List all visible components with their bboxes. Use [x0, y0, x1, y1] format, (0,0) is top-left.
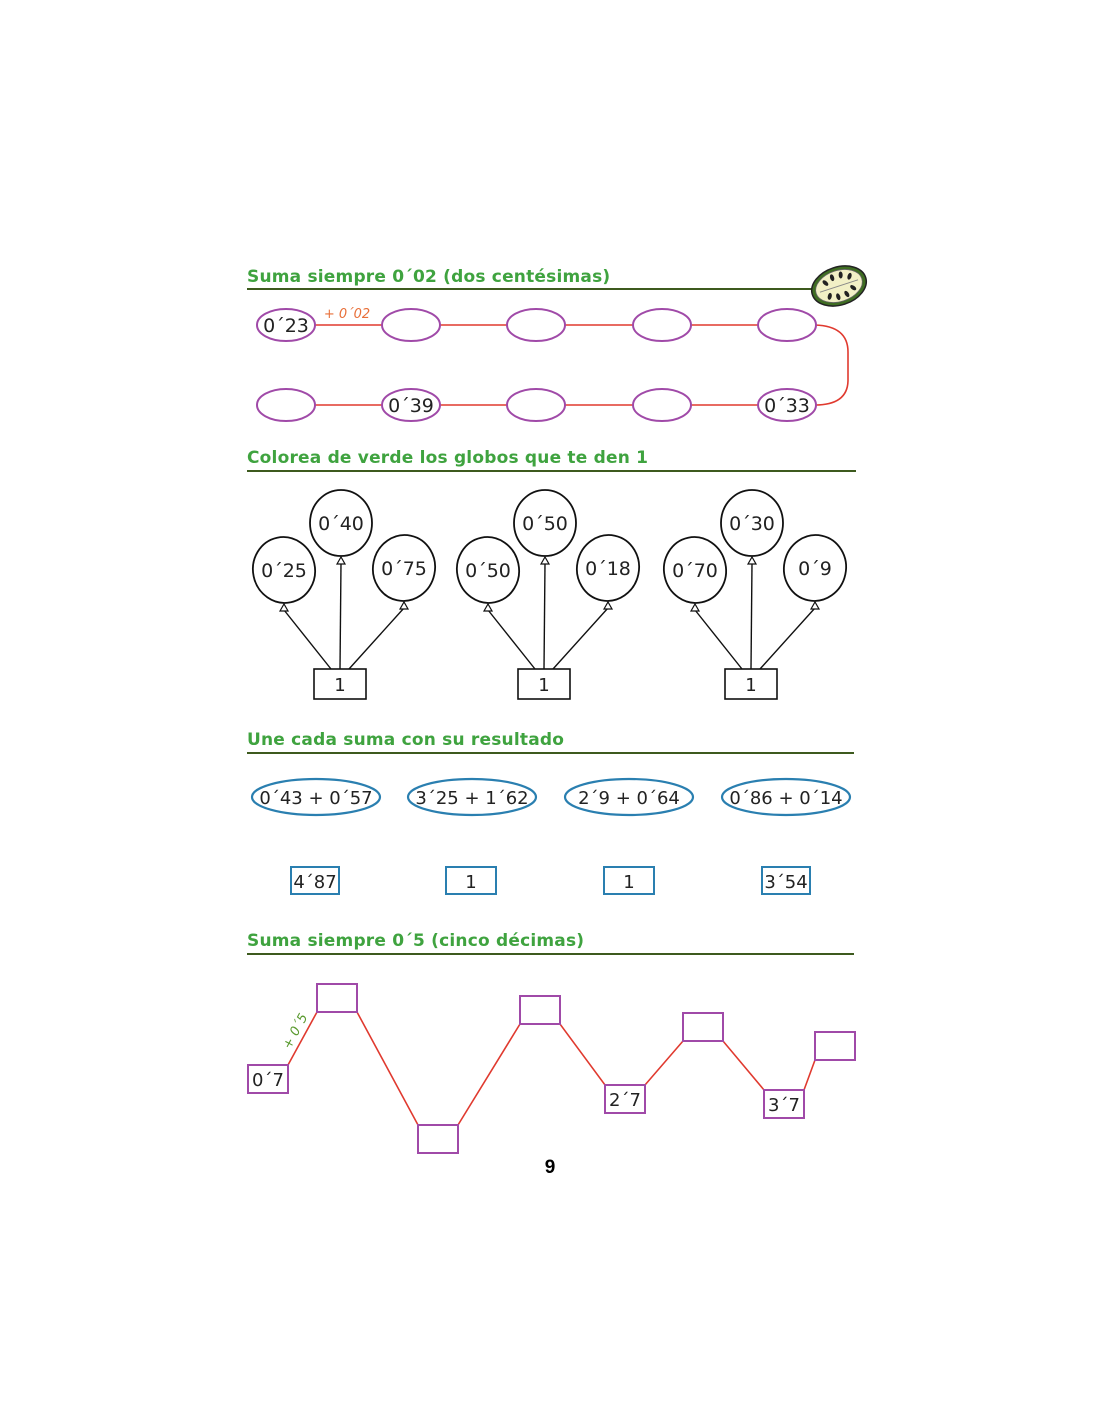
section-title-4: Suma siempre 0´5 (cinco décimas) — [247, 931, 585, 951]
balloon-target-value: 1 — [334, 675, 345, 696]
chain-oval-value: 0´23 — [263, 315, 309, 337]
result-text: 4´87 — [293, 872, 336, 893]
zigzag-box-8[interactable] — [814, 1031, 856, 1061]
oval-chain: + 0´02 0´23 0´39 0´33 — [256, 307, 849, 422]
balloon-value: 0´30 — [729, 513, 775, 535]
result-text: 3´54 — [764, 872, 807, 893]
chain-oval-top-5[interactable] — [757, 308, 817, 342]
zigzag-box-3[interactable] — [417, 1124, 459, 1154]
balloon-value: 0´40 — [318, 513, 364, 535]
balloon[interactable]: 0´50 — [451, 531, 536, 670]
zigzag-box-value: 2´7 — [609, 1090, 641, 1111]
chain-oval-value: 0´39 — [388, 395, 434, 417]
balloon[interactable]: 0´50 — [513, 489, 577, 670]
chain-oval-bottom-2: 0´39 — [381, 388, 441, 422]
balloon-value: 0´25 — [261, 560, 307, 582]
balloon-target-box: 1 — [724, 668, 778, 700]
zigzag-box-value: 3´7 — [768, 1095, 800, 1116]
chain-oval-top-2[interactable] — [381, 308, 441, 342]
balloon-group-3: 0´70 0´30 0´9 1 — [658, 489, 852, 700]
zigzag-box-4[interactable] — [519, 995, 561, 1025]
sum-oval-2[interactable]: 3´25 + 1´62 — [406, 777, 538, 817]
balloon[interactable]: 0´25 — [247, 531, 332, 670]
chain-oval-value: 0´33 — [764, 395, 810, 417]
fruit-slice-icon — [810, 265, 868, 307]
result-box-4[interactable]: 3´54 — [761, 866, 811, 895]
chain-oval-bottom-5: 0´33 — [757, 388, 817, 422]
balloon-group-2: 0´50 0´50 0´18 1 — [451, 489, 645, 700]
section-rule-2 — [247, 470, 856, 472]
balloon[interactable]: 0´70 — [658, 531, 743, 670]
balloon-group-1: 0´25 0´40 0´75 1 — [247, 489, 441, 700]
section-title-2: Colorea de verde los globos que te den 1 — [247, 448, 649, 468]
balloon-target-value: 1 — [745, 675, 756, 696]
balloon-value: 0´18 — [585, 558, 631, 580]
balloon[interactable]: 0´9 — [759, 529, 852, 670]
balloon-value: 0´50 — [465, 560, 511, 582]
sum-text: 0´86 + 0´14 — [729, 788, 842, 809]
zigzag-box-7: 3´7 — [763, 1089, 805, 1119]
section-rule-4 — [247, 953, 854, 955]
zigzag-box-1: 0´7 — [247, 1064, 289, 1094]
chain-oval-bottom-4[interactable] — [632, 388, 692, 422]
balloon[interactable]: 0´18 — [552, 529, 645, 670]
sum-text: 0´43 + 0´57 — [259, 788, 372, 809]
zigzag-box-5: 2´7 — [604, 1084, 646, 1114]
result-box-1[interactable]: 4´87 — [290, 866, 340, 895]
chain-step-label: + 0´02 — [324, 307, 370, 322]
result-text: 1 — [465, 872, 476, 893]
balloon-value: 0´70 — [672, 560, 718, 582]
result-text: 1 — [623, 872, 634, 893]
balloon-value: 0´9 — [798, 558, 832, 580]
chain-oval-top-4[interactable] — [632, 308, 692, 342]
match-sums: 0´43 + 0´57 3´25 + 1´62 2´9 + 0´64 0´86 + 0… — [250, 777, 852, 817]
balloon-target-box: 1 — [313, 668, 367, 700]
chain-oval-bottom-3[interactable] — [506, 388, 566, 422]
result-box-2[interactable]: 1 — [445, 866, 497, 895]
zigzag-box-6[interactable] — [682, 1012, 724, 1042]
balloon[interactable]: 0´40 — [309, 489, 373, 670]
result-box-3[interactable]: 1 — [603, 866, 655, 895]
chain-oval-bottom-1[interactable] — [256, 388, 316, 422]
balloon-value: 0´75 — [381, 558, 427, 580]
balloon[interactable]: 0´30 — [720, 489, 784, 670]
balloon[interactable]: 0´75 — [348, 529, 441, 670]
section-title-3: Une cada suma con su resultado — [247, 730, 565, 750]
balloon-value: 0´50 — [522, 513, 568, 535]
section-rule-1 — [247, 288, 815, 290]
balloon-target-value: 1 — [538, 675, 549, 696]
sum-text: 2´9 + 0´64 — [578, 788, 680, 809]
balloon-target-box: 1 — [517, 668, 571, 700]
sum-oval-4[interactable]: 0´86 + 0´14 — [720, 777, 852, 817]
sum-text: 3´25 + 1´62 — [415, 788, 528, 809]
match-results: 4´87 1 1 3´54 — [290, 866, 811, 895]
zigzag-box-2[interactable] — [316, 983, 358, 1013]
chain-oval-top-3[interactable] — [506, 308, 566, 342]
chain-oval-top-1: 0´23 — [256, 308, 316, 342]
section-rule-3 — [247, 752, 854, 754]
page-number: 9 — [544, 1157, 556, 1178]
section-title-1: Suma siempre 0´02 (dos centésimas) — [247, 267, 611, 287]
zigzag-box-value: 0´7 — [252, 1070, 284, 1091]
sum-oval-3[interactable]: 2´9 + 0´64 — [563, 777, 695, 817]
balloon-exercise: 0´25 0´40 0´75 1 0´50 0´50 0´18 1 0´70 0´30 0´9 1 — [247, 489, 852, 700]
sum-oval-1[interactable]: 0´43 + 0´57 — [250, 777, 382, 817]
